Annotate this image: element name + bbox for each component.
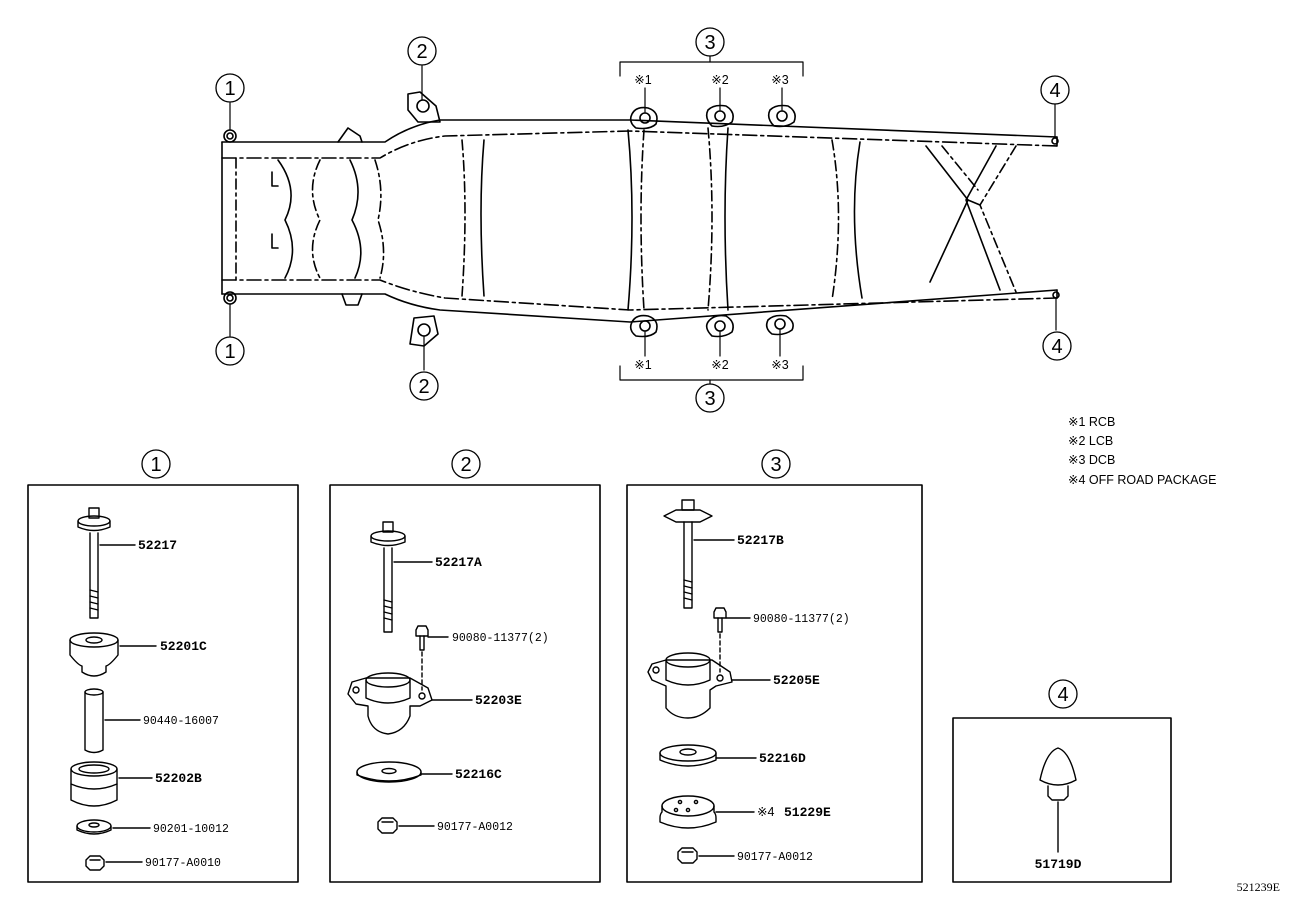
chassis-frame bbox=[221, 91, 1058, 347]
callout-4-bottom: 4 bbox=[1051, 336, 1062, 358]
panel-3-number: 3 bbox=[770, 454, 781, 476]
part-90080-11377-p3: 90080-11377(2) bbox=[753, 613, 850, 626]
top-mark-3: ※3 bbox=[771, 73, 788, 87]
part-52216D: 52216D bbox=[759, 751, 806, 766]
panel-2-box bbox=[329, 484, 601, 883]
bottom-mark-2: ※2 bbox=[711, 358, 728, 372]
part-52217A: 52217A bbox=[435, 555, 482, 570]
part-51719D: 51719D bbox=[1035, 857, 1082, 872]
callout-2-bottom: 2 bbox=[418, 376, 429, 398]
frame-labels: 1 1 2 2 3 3 4 4 ※1 ※2 ※3 ※1 ※2 ※3 bbox=[224, 32, 1062, 410]
callout-3-bottom: 3 bbox=[704, 388, 715, 410]
leader-lines bbox=[229, 55, 1057, 385]
part-90177-A0010: 90177-A0010 bbox=[145, 857, 221, 870]
part-52217: 52217 bbox=[138, 538, 177, 553]
callout-1-bottom: 1 bbox=[224, 341, 235, 363]
callout-4-top: 4 bbox=[1049, 80, 1060, 102]
part-90177-A0012-p2: 90177-A0012 bbox=[437, 821, 513, 834]
part-52201C: 52201C bbox=[160, 639, 207, 654]
panel-numbers: 1 2 3 4 bbox=[150, 454, 1068, 706]
part-51229E: 51229E bbox=[784, 805, 831, 820]
frame-callout-circles bbox=[215, 27, 1072, 413]
bottom-mark-3: ※3 bbox=[771, 358, 788, 372]
part-90201-10012: 90201-10012 bbox=[153, 823, 229, 836]
part-52216C: 52216C bbox=[455, 767, 502, 782]
part-90177-A0012-p3: 90177-A0012 bbox=[737, 851, 813, 864]
notes-legend: ※1 RCB ※2 LCB ※3 DCB ※4 OFF ROAD PACKAGE bbox=[1068, 415, 1216, 487]
bottom-mark-1: ※1 bbox=[634, 358, 651, 372]
panel-4-box bbox=[952, 717, 1172, 883]
note-line-3: ※3 DCB bbox=[1068, 453, 1115, 467]
panel-2-number: 2 bbox=[460, 454, 471, 476]
top-mark-2: ※2 bbox=[711, 73, 728, 87]
panel-callout-circles bbox=[141, 449, 1078, 709]
note-line-4: ※4 OFF ROAD PACKAGE bbox=[1068, 473, 1216, 487]
part-52203E: 52203E bbox=[475, 693, 522, 708]
part-52202B: 52202B bbox=[155, 771, 202, 786]
panel-4-labels: 51719D bbox=[1035, 857, 1082, 872]
panel-4-parts bbox=[1039, 747, 1077, 853]
part-52205E: 52205E bbox=[773, 673, 820, 688]
part-52217B: 52217B bbox=[737, 533, 784, 548]
panel-1-labels: 52217 52201C 90440-16007 52202B 90201-10… bbox=[138, 538, 229, 870]
part-51229E-note-mark: ※4 bbox=[757, 805, 774, 819]
note-line-1: ※1 RCB bbox=[1068, 415, 1115, 429]
panel-2-labels: 52217A 90080-11377(2) 52203E 52216C 9017… bbox=[435, 555, 549, 834]
callout-1-top: 1 bbox=[224, 78, 235, 100]
part-90080-11377-p2: 90080-11377(2) bbox=[452, 632, 549, 645]
top-mark-1: ※1 bbox=[634, 73, 651, 87]
part-90440-16007: 90440-16007 bbox=[143, 715, 219, 728]
figure-code: 521239E bbox=[1237, 880, 1280, 894]
panel-1-box bbox=[27, 484, 299, 883]
mount-holes bbox=[223, 99, 1060, 337]
panel-3-box bbox=[626, 484, 923, 883]
callout-2-top: 2 bbox=[416, 41, 427, 63]
note-line-2: ※2 LCB bbox=[1068, 434, 1113, 448]
panel-4-number: 4 bbox=[1057, 684, 1068, 706]
panel-1-number: 1 bbox=[150, 454, 161, 476]
panel-3-labels: 52217B 90080-11377(2) 52205E 52216D ※4 5… bbox=[737, 533, 850, 864]
callout-3-top: 3 bbox=[704, 32, 715, 54]
panel-3-parts bbox=[647, 499, 771, 864]
panel-1-parts bbox=[69, 507, 157, 871]
panel-2-parts bbox=[347, 521, 473, 834]
